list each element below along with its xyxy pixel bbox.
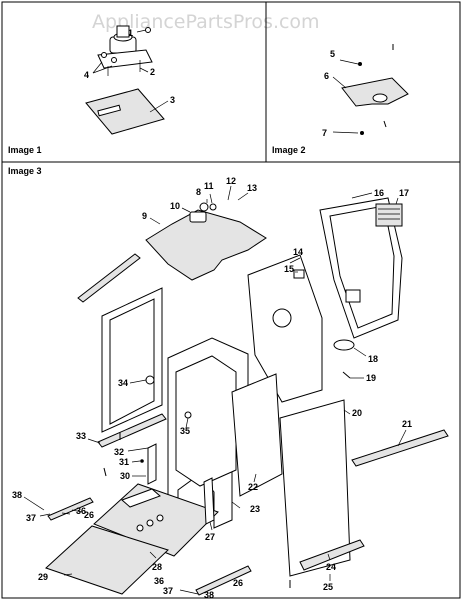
callout-2: 2 bbox=[150, 67, 155, 77]
side-rail-bottom-drawing bbox=[195, 565, 252, 596]
valve-assembly-drawing bbox=[97, 25, 153, 76]
callout-25: 25 bbox=[323, 582, 333, 592]
callout-22: 22 bbox=[248, 482, 258, 492]
callout-21: 21 bbox=[402, 419, 412, 429]
callout-27: 27 bbox=[205, 532, 215, 542]
callout-1: 1 bbox=[128, 28, 133, 38]
callout-6: 6 bbox=[324, 71, 329, 81]
toe-rail-drawing bbox=[97, 413, 167, 448]
callout-37: 37 bbox=[26, 513, 36, 523]
panel-label-image3: Image 3 bbox=[8, 166, 42, 176]
panel-label-image1: Image 1 bbox=[8, 145, 42, 155]
callout-17: 17 bbox=[399, 188, 409, 198]
left-rail-drawing bbox=[77, 253, 141, 303]
image3-parts: 8 9 10 11 12 13 14 15 16 17 18 19 20 21 … bbox=[12, 176, 449, 600]
callout-11: 11 bbox=[204, 181, 214, 191]
small-bracket-drawing bbox=[203, 477, 215, 525]
callout-14: 14 bbox=[293, 247, 303, 257]
image2-parts: 5 6 7 bbox=[322, 44, 409, 138]
callout-12: 12 bbox=[226, 176, 236, 186]
right-side-panel-drawing bbox=[231, 373, 283, 497]
callout-38b: 38 bbox=[204, 590, 214, 600]
mounting-plate-drawing bbox=[85, 88, 165, 135]
callout-10: 10 bbox=[170, 201, 180, 211]
panel-label-image2: Image 2 bbox=[272, 145, 306, 155]
callout-36: 36 bbox=[76, 506, 86, 516]
callout-32: 32 bbox=[114, 447, 124, 457]
callout-30: 30 bbox=[120, 471, 130, 481]
right-rail-drawing bbox=[351, 429, 449, 467]
callout-5: 5 bbox=[330, 49, 335, 59]
callout-3: 3 bbox=[170, 95, 175, 105]
callout-9: 9 bbox=[142, 211, 147, 221]
callout-35: 35 bbox=[180, 426, 190, 436]
callout-23: 23 bbox=[250, 504, 260, 514]
callout-4: 4 bbox=[84, 70, 89, 80]
callout-15: 15 bbox=[284, 264, 294, 274]
callout-28: 28 bbox=[152, 562, 162, 572]
callout-7: 7 bbox=[322, 128, 327, 138]
callout-8: 8 bbox=[196, 187, 201, 197]
top-cover-drawing bbox=[145, 209, 267, 281]
base-panel-drawing bbox=[45, 525, 169, 595]
callout-36b: 36 bbox=[154, 576, 164, 586]
callout-16: 16 bbox=[374, 188, 384, 198]
bushing-drawing bbox=[333, 339, 355, 351]
callout-18: 18 bbox=[368, 354, 378, 364]
callout-13: 13 bbox=[247, 183, 257, 193]
side-rail-left-drawing bbox=[47, 497, 94, 521]
callout-20: 20 bbox=[352, 408, 362, 418]
right-door-panel-drawing bbox=[279, 399, 351, 577]
callout-26: 26 bbox=[84, 510, 94, 520]
callout-26b: 26 bbox=[233, 578, 243, 588]
bottom-trim-drawing bbox=[299, 539, 365, 571]
callout-33: 33 bbox=[76, 431, 86, 441]
image1-parts: 1 2 3 4 bbox=[84, 25, 175, 135]
callout-24: 24 bbox=[326, 562, 336, 572]
callout-31: 31 bbox=[119, 457, 129, 467]
vent-drawing bbox=[375, 203, 403, 227]
callout-34: 34 bbox=[118, 378, 128, 388]
bracket-drawing bbox=[341, 77, 409, 107]
callout-29: 29 bbox=[38, 572, 48, 582]
callout-19: 19 bbox=[366, 373, 376, 383]
callout-38: 38 bbox=[12, 490, 22, 500]
callout-37b: 37 bbox=[163, 586, 173, 596]
rear-wall-drawing bbox=[247, 254, 323, 403]
